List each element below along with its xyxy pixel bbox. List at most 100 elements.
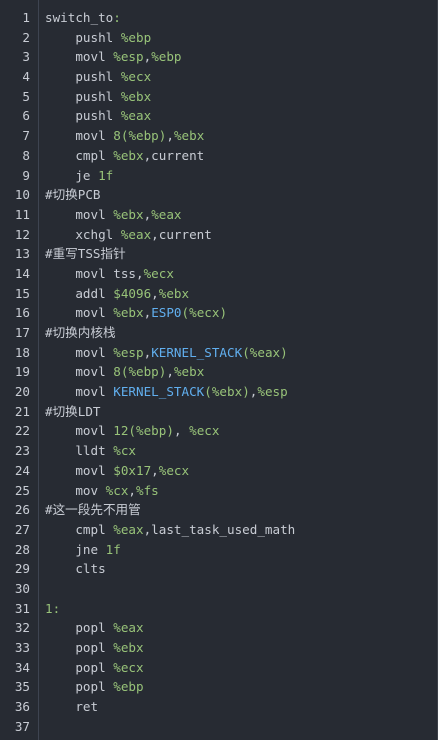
code-token-num: $0x17 [113,462,152,478]
line-content[interactable]: popl %ecx [45,658,143,678]
code-line[interactable]: 4 pushl %ecx [0,67,438,87]
line-number: 18 [14,344,30,360]
line-content[interactable]: #切换PCB [45,185,101,205]
code-line[interactable]: 16 movl %ebx,ESP0(%ecx) [0,303,438,323]
code-line[interactable]: 5 pushl %ebx [0,87,438,107]
line-content[interactable]: jne 1f [45,540,121,560]
line-number: 7 [22,128,30,144]
line-content[interactable]: #重写TSS指针 [45,244,126,264]
line-content[interactable]: xchgl %eax,current [45,225,212,245]
code-token-reg: %ebx [173,128,205,144]
code-line[interactable]: 13#重写TSS指针 [0,244,438,264]
code-line[interactable]: 29 clts [0,559,438,579]
line-content[interactable]: movl %ebx,ESP0(%ecx) [45,303,227,323]
code-line[interactable]: 35 popl %ebp [0,677,438,697]
line-content[interactable]: movl %esp,KERNEL_STACK(%eax) [45,343,288,363]
line-content[interactable]: ret [45,697,98,717]
code-line[interactable]: 21 #切换LDT [0,402,438,422]
line-content[interactable]: pushl %ebx [45,87,151,107]
line-content[interactable]: movl %ebx,%eax [45,205,181,225]
line-content[interactable]: cmpl %eax,last_task_used_math [45,520,295,540]
code-token-reg: ) [280,344,288,360]
code-line[interactable]: 37 [0,717,438,737]
code-token-reg: %eax [120,226,152,242]
code-line[interactable]: 27 cmpl %eax,last_task_used_math [0,520,438,540]
line-content[interactable]: pushl %ebp [45,28,151,48]
line-content[interactable]: popl %ebx [45,638,144,658]
line-content[interactable]: #切换内核栈 [45,323,116,343]
line-content[interactable]: mov %cx,%fs [45,481,158,501]
code-line[interactable]: 30 [0,579,438,599]
code-token-reg: %ecx [120,69,152,85]
code-token-reg: %ebx [113,147,144,163]
code-line[interactable]: 11 movl %ebx,%eax [0,205,438,225]
code-token-reg: %ebx [113,640,144,655]
line-number: 23 [14,443,30,459]
line-content[interactable]: movl KERNEL_STACK(%ebx),%esp [45,382,287,402]
code-token-reg: %eax [113,521,144,537]
code-line[interactable]: 8 cmpl %ebx,current [0,146,438,166]
line-number: 5 [22,88,30,104]
line-content[interactable]: movl 12(%ebp), %ecx [45,421,219,441]
line-content[interactable]: #切换LDT [45,402,101,422]
code-line[interactable]: 15 addl $4096,%ebx [0,284,438,304]
code-line[interactable]: 2 pushl %ebp [0,28,438,48]
code-line[interactable]: 14 movl tss,%ecx [0,264,438,284]
line-number: 29 [14,561,30,577]
code-token-reg: %ebx [113,206,144,222]
code-line[interactable]: 23 lldt %cx [0,441,438,461]
code-token-reg: ( [181,305,190,321]
code-line[interactable]: 22 movl 12(%ebp), %ecx [0,421,438,441]
line-content[interactable]: #这一段先不用管 [45,500,141,520]
line-content[interactable]: addl $4096,%ebx [45,284,189,304]
code-line[interactable]: 36 ret [0,697,438,717]
code-line[interactable]: 7 movl 8(%ebp),%ebx [0,126,438,146]
line-content[interactable]: cmpl %ebx,current [45,146,204,166]
line-content[interactable]: popl %ebp [45,677,143,697]
code-line[interactable]: 20 movl KERNEL_STACK(%ebx),%esp [0,382,438,402]
code-token-reg: %ecx [189,423,220,439]
code-line[interactable]: 12 xchgl %eax,current [0,225,438,245]
line-content[interactable]: switch_to: [45,8,121,28]
code-line[interactable]: 6 pushl %eax [0,106,438,126]
code-line[interactable]: 34 popl %ecx [0,658,438,678]
line-content[interactable]: lldt %cx [45,441,136,461]
line-number: 36 [14,699,30,715]
code-line[interactable]: 32 popl %eax [0,618,438,638]
code-token-reg: ) [158,128,167,144]
line-number: 21 [14,403,30,419]
line-content[interactable]: movl %esp,%ebp [45,47,181,67]
line-number: 20 [14,384,30,400]
line-content[interactable]: movl tss,%ecx [45,264,174,284]
code-line[interactable]: 28 jne 1f [0,540,438,560]
code-token-text: , [249,384,258,400]
code-line[interactable]: 19 movl 8(%ebp),%ebx [0,362,438,382]
code-token-text: lldt [45,443,114,459]
line-content[interactable]: popl %eax [45,618,143,638]
line-content[interactable]: pushl %ecx [45,67,151,87]
code-line[interactable]: 18 movl %esp,KERNEL_STACK(%eax) [0,343,438,363]
code-line[interactable]: 17#切换内核栈 [0,323,438,343]
code-token-text: , [151,462,159,478]
code-line[interactable]: 24 movl $0x17,%ecx [0,461,438,481]
code-line[interactable]: 3 movl %esp,%ebp [0,47,438,67]
line-content[interactable]: 1: [45,599,60,619]
code-line[interactable]: 25 mov %cx,%fs [0,481,438,501]
code-token-num: 1f [98,167,114,183]
code-token-text: je [45,167,99,183]
code-line[interactable]: 9 je 1f [0,166,438,186]
line-content[interactable]: pushl %eax [45,106,151,126]
code-line[interactable]: 33 popl %ebx [0,638,438,658]
code-line[interactable]: 10#切换PCB [0,185,438,205]
line-content[interactable]: movl $0x17,%ecx [45,461,189,481]
line-content[interactable]: clts [45,559,105,579]
code-line[interactable]: 26#这一段先不用管 [0,500,438,520]
line-content[interactable]: movl 8(%ebp),%ebx [45,126,204,146]
line-content[interactable]: je 1f [45,166,113,186]
line-content[interactable]: movl 8(%ebp),%ebx [45,362,204,382]
code-token-reg: %cx [105,482,129,498]
